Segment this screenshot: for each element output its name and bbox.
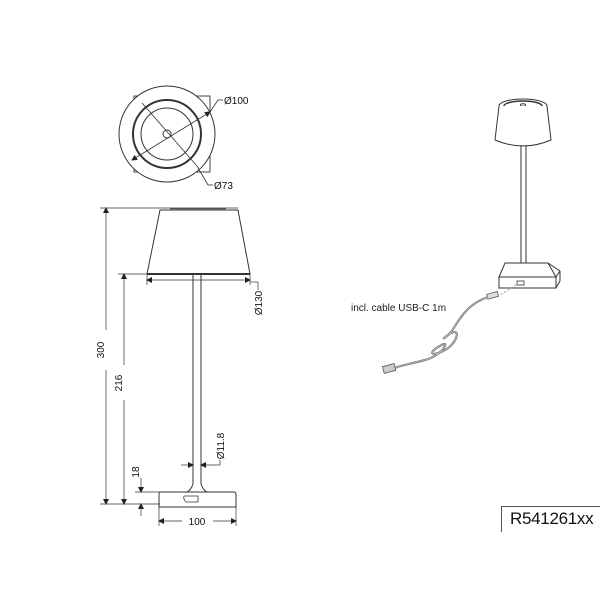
- top-outer-diameter-label: Ø100: [224, 96, 249, 107]
- shade-diameter-label: Ø130: [254, 290, 265, 315]
- usb-a-connector: [381, 363, 397, 374]
- cable-caption: incl. cable USB-C 1m: [351, 303, 446, 314]
- usb-c-cable: [381, 284, 517, 374]
- top-view: [118, 85, 223, 186]
- side-view: [100, 207, 259, 526]
- base-width-label: 100: [189, 517, 206, 528]
- top-inner-diameter-label: Ø73: [214, 181, 233, 192]
- usb-c-connector: [486, 291, 500, 300]
- shade-outline: [146, 209, 251, 275]
- model-number-box: R541261xx: [501, 506, 600, 532]
- perspective-view: [494, 98, 561, 289]
- stem-diameter-label: Ø11.8: [216, 432, 227, 459]
- total-height-label: 300: [96, 341, 107, 358]
- shade-height-label: 216: [114, 374, 125, 391]
- model-number: R541261xx: [510, 509, 594, 528]
- base-height-label: 18: [131, 466, 142, 478]
